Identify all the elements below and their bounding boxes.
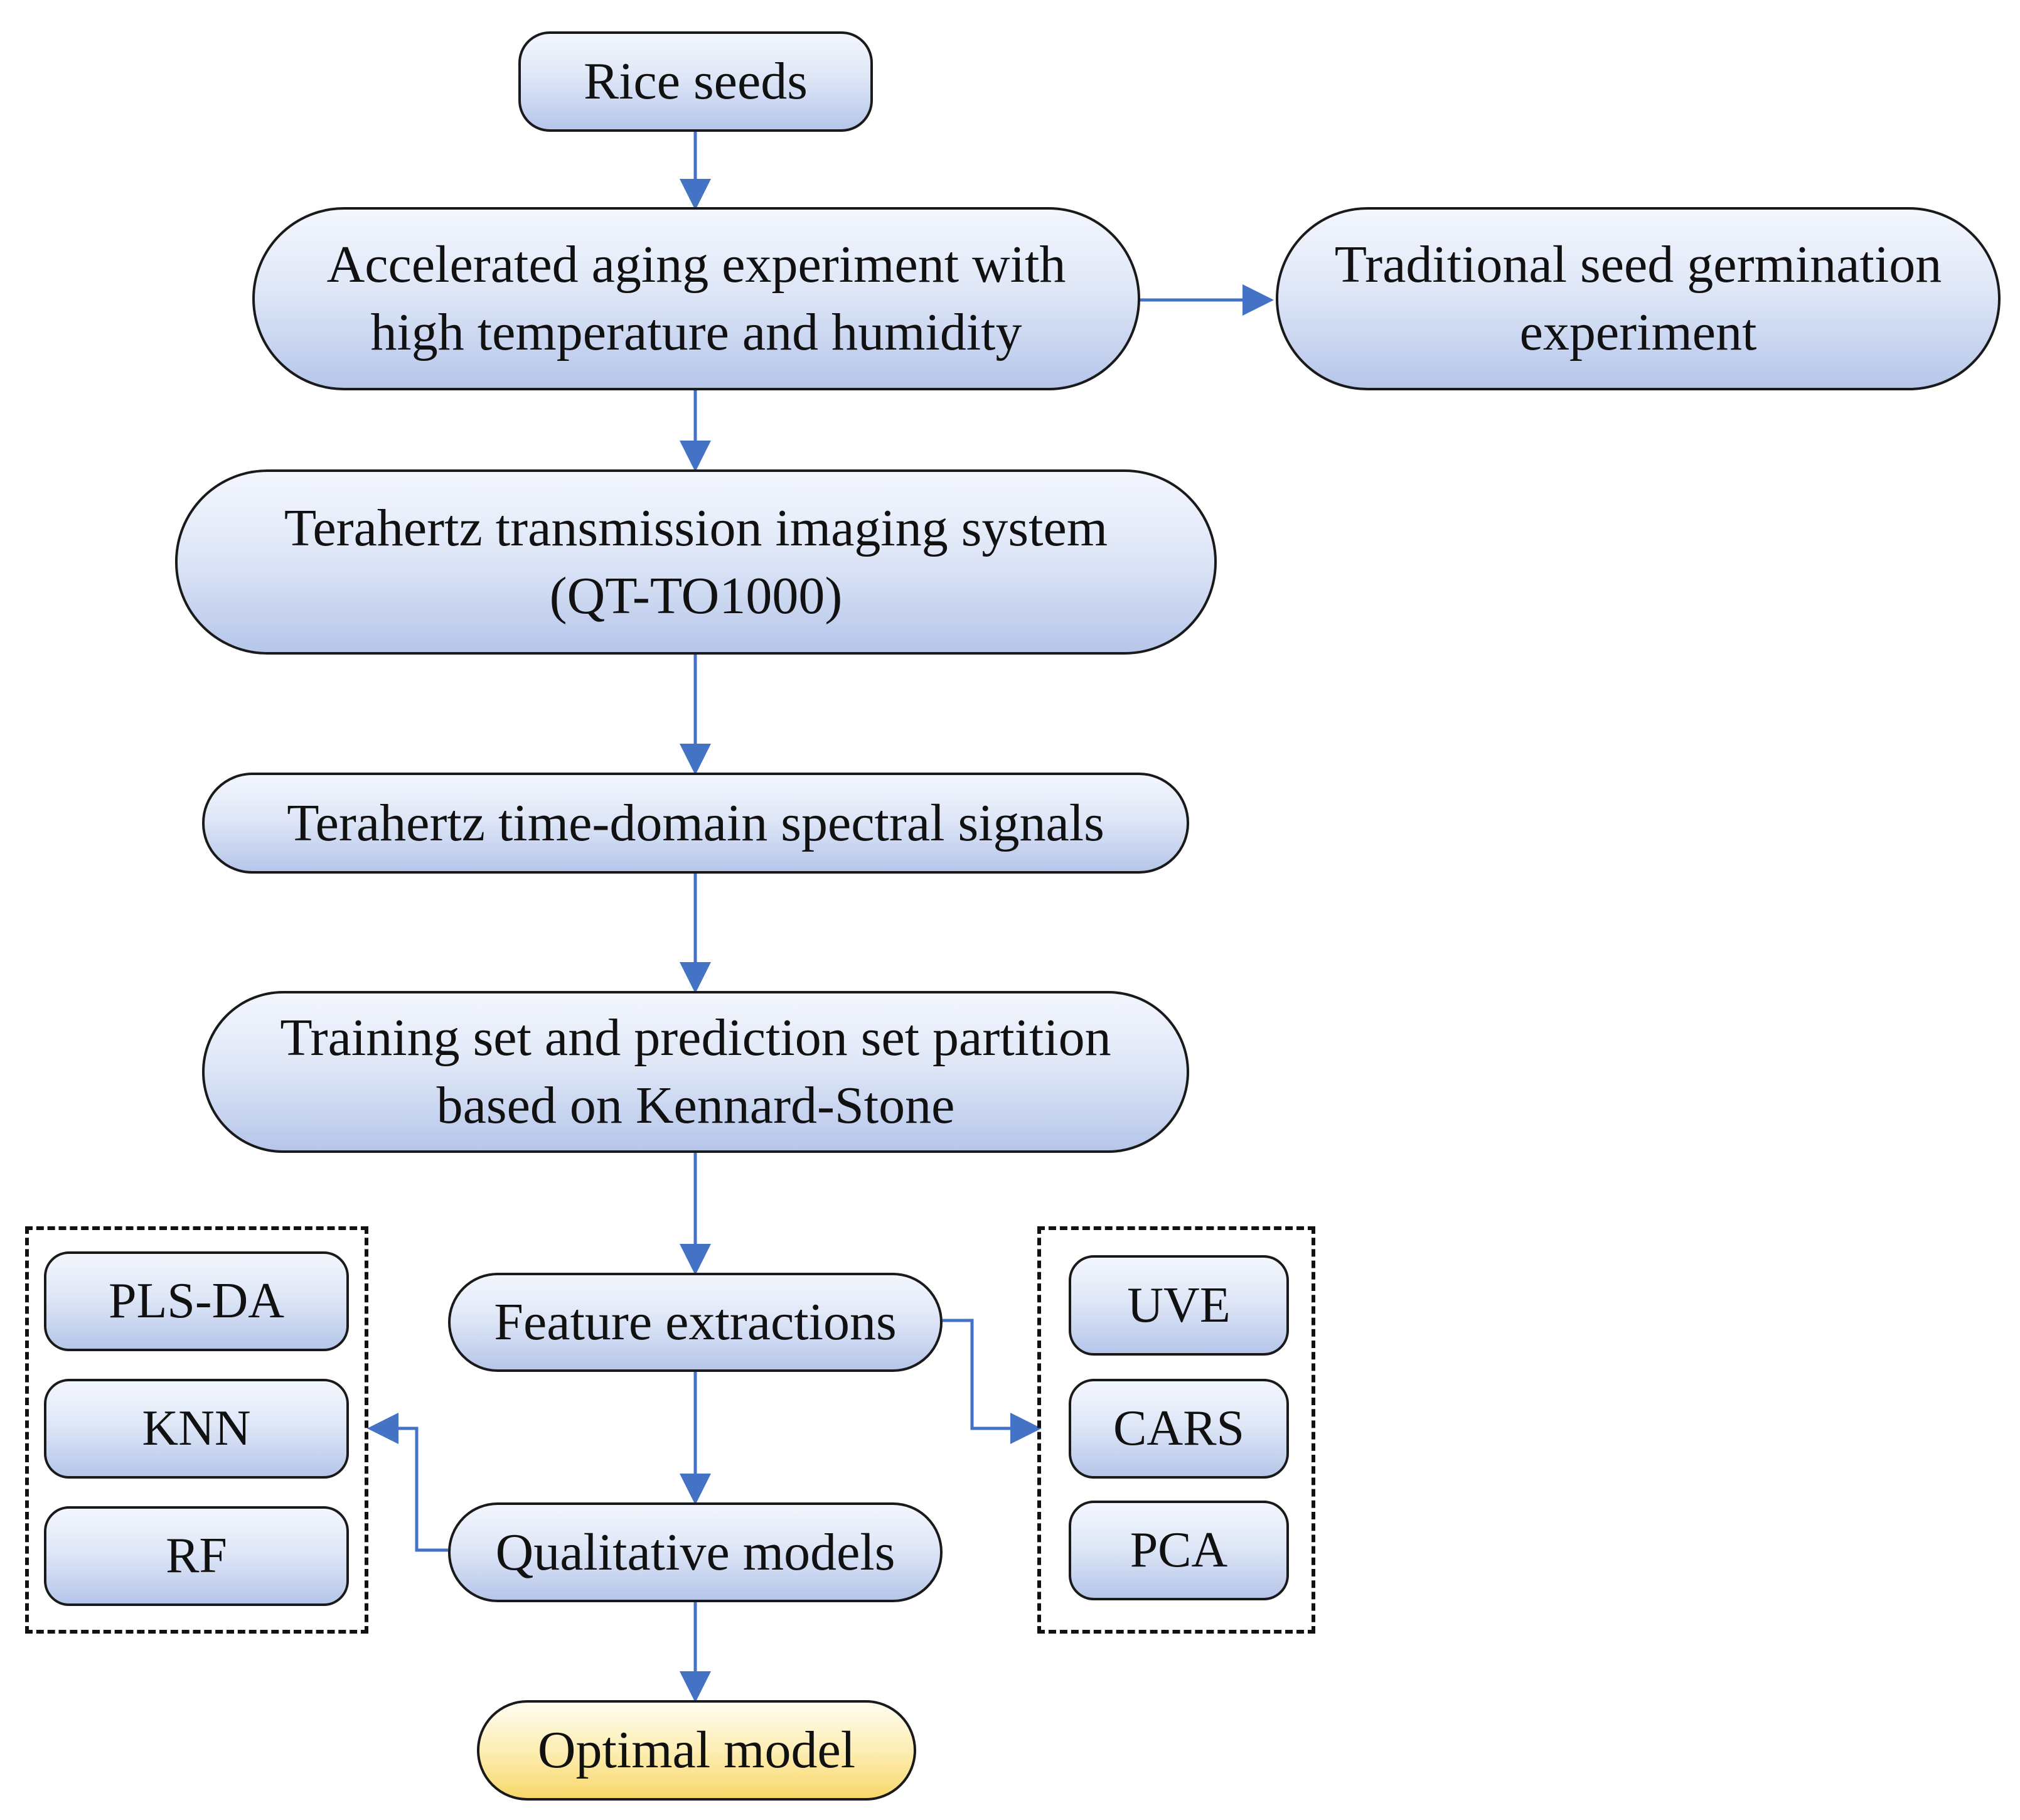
aging-label-line-1: Accelerated aging experiment with — [326, 235, 1066, 294]
method-uve-label: UVE — [1127, 1277, 1231, 1333]
model-knn: KNN — [44, 1379, 349, 1479]
feature-extractions-node: Feature extractions — [448, 1273, 943, 1372]
system-label-line-2: (QT-TO1000) — [549, 566, 843, 625]
germination-label-line-1: Traditional seed germination — [1334, 235, 1942, 294]
partition-label-line-1: Training set and prediction set partitio… — [280, 1009, 1111, 1068]
method-cars: CARS — [1069, 1379, 1289, 1479]
method-pca: PCA — [1069, 1501, 1289, 1600]
method-pca-label: PCA — [1130, 1523, 1228, 1578]
germination-experiment-node: Traditional seed germination experiment — [1276, 207, 2001, 390]
optimal-label: Optimal model — [537, 1721, 856, 1780]
model-rf-label: RF — [166, 1528, 227, 1584]
signals-label: Terahertz time-domain spectral signals — [287, 793, 1104, 852]
model-rf: RF — [44, 1506, 349, 1606]
arrow-qualitative-to-models — [367, 1413, 448, 1552]
model-pls-da: PLS-DA — [44, 1251, 349, 1351]
aging-experiment-node: Accelerated aging experiment with high t… — [252, 207, 1140, 390]
model-pls-da-label: PLS-DA — [108, 1273, 285, 1329]
arrow-feature-to-methods — [943, 1319, 1042, 1444]
feature-methods-group — [1037, 1226, 1315, 1634]
method-uve: UVE — [1069, 1255, 1289, 1356]
system-label-line-1: Terahertz transmission imaging system — [284, 498, 1108, 557]
qualitative-models-node: Qualitative models — [448, 1502, 943, 1602]
aging-label-line-2: high temperature and humidity — [370, 303, 1022, 361]
partition-node: Training set and prediction set partitio… — [202, 991, 1189, 1153]
rice-seeds-label: Rice seeds — [584, 52, 808, 111]
models-group — [25, 1226, 368, 1634]
optimal-model-node: Optimal model — [477, 1700, 916, 1801]
model-knn-label: KNN — [142, 1401, 251, 1457]
terahertz-signals-node: Terahertz time-domain spectral signals — [202, 773, 1189, 874]
qualitative-label: Qualitative models — [495, 1523, 895, 1582]
method-cars-label: CARS — [1113, 1401, 1244, 1457]
partition-label-line-2: based on Kennard-Stone — [436, 1076, 955, 1135]
terahertz-system-node: Terahertz transmission imaging system (Q… — [175, 469, 1217, 655]
feature-label: Feature extractions — [494, 1293, 897, 1352]
rice-seeds-node: Rice seeds — [518, 31, 873, 132]
germination-label-line-2: experiment — [1519, 303, 1757, 361]
